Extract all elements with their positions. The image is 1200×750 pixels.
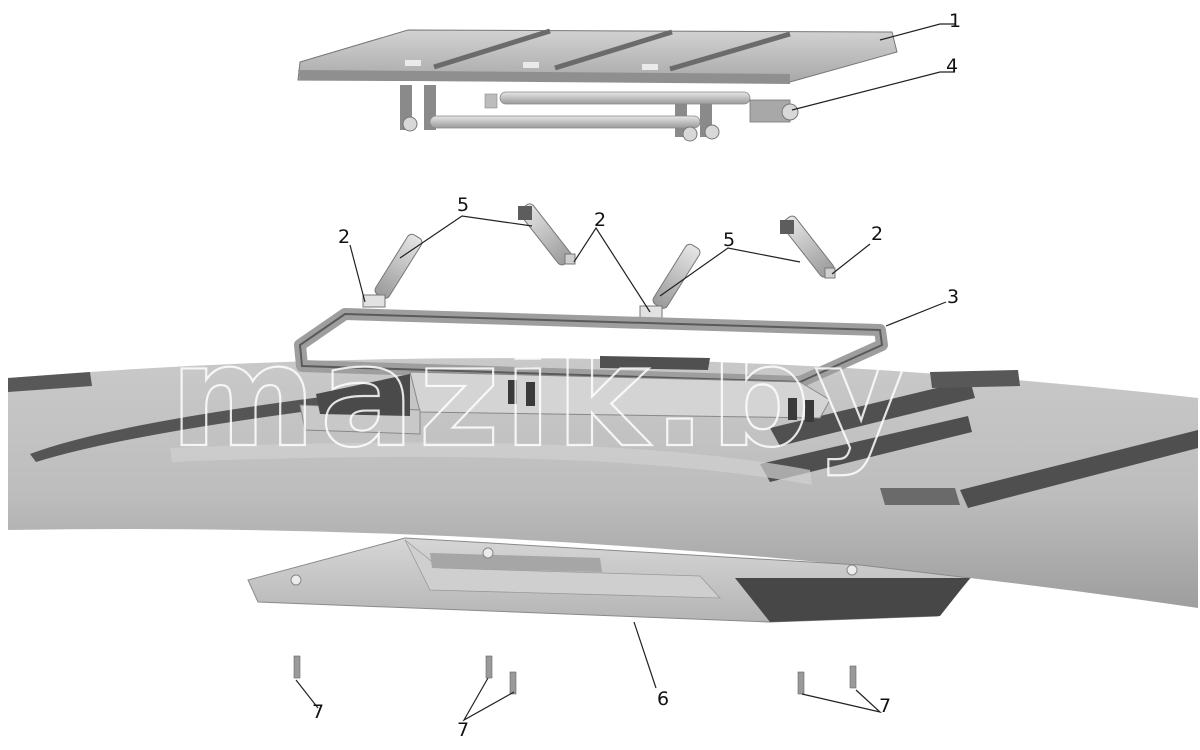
callout-2-center: 2	[594, 209, 606, 231]
callout-7-left: 7	[312, 701, 324, 723]
lower-trim-part-6	[247, 537, 971, 623]
fasteners-part-7	[293, 655, 857, 695]
hatch-lid-part-1	[297, 28, 898, 84]
callout-2-left: 2	[338, 226, 350, 248]
latch-right	[788, 398, 814, 422]
callout-6: 6	[657, 688, 669, 710]
callout-5-left: 5	[457, 194, 469, 216]
callout-5-right: 5	[723, 229, 735, 251]
callout-labels: 1 4 5 2 2 5 2 3 6 7 7 7	[312, 10, 961, 741]
leader-lines	[295, 23, 955, 722]
callout-3: 3	[947, 286, 959, 308]
hinge-mechanism-part-4	[400, 85, 799, 142]
callout-2-right: 2	[871, 223, 883, 245]
callout-7-right: 7	[879, 695, 891, 717]
callout-4: 4	[946, 55, 958, 77]
callout-1: 1	[949, 10, 961, 32]
hatch-frame-part-3	[294, 308, 888, 435]
latch-left	[508, 380, 535, 406]
watermark-text: mazik.by	[170, 316, 910, 479]
callout-7-center: 7	[457, 719, 469, 741]
